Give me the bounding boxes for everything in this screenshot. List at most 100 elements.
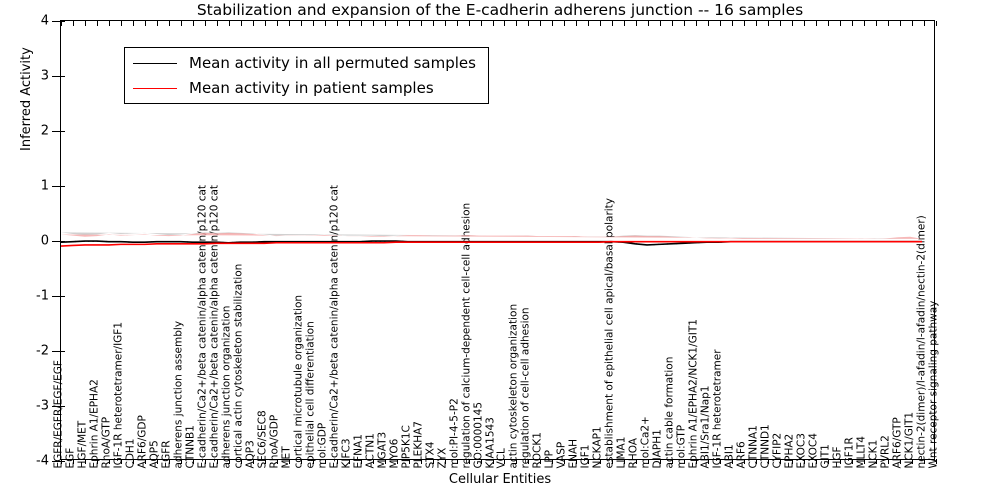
- x-tick-top: [816, 21, 818, 26]
- x-tick-top: [312, 21, 314, 26]
- x-tick: [756, 459, 758, 464]
- y-tick: [52, 186, 61, 187]
- x-tick: [156, 459, 158, 464]
- x-tick-top: [420, 21, 422, 26]
- x-tick-top: [720, 21, 722, 26]
- x-tick-top: [888, 21, 890, 26]
- x-tick-top: [768, 21, 770, 26]
- x-tick: [372, 459, 374, 464]
- y-tick-label: -2: [36, 343, 49, 359]
- x-tick: [648, 459, 650, 464]
- x-tick: [300, 459, 302, 464]
- x-tick-top: [156, 21, 158, 26]
- x-tick: [528, 459, 530, 464]
- x-tick: [744, 459, 746, 464]
- x-tick: [84, 459, 86, 464]
- y-tick-inner: [61, 406, 65, 407]
- x-tick-top: [540, 21, 542, 26]
- x-tick-top: [444, 21, 446, 26]
- x-tick-top: [924, 21, 925, 26]
- x-tick: [672, 459, 674, 464]
- x-tick: [264, 459, 266, 464]
- x-tick-top: [852, 21, 854, 26]
- x-tick: [732, 459, 734, 464]
- x-tick-top: [708, 21, 710, 26]
- x-tick: [636, 459, 638, 464]
- x-tick: [840, 459, 842, 464]
- x-tick-top: [192, 21, 194, 26]
- legend-item-patient: Mean activity in patient samples: [133, 79, 476, 97]
- x-tick-top: [804, 21, 806, 26]
- x-tick-top: [660, 21, 662, 26]
- x-tick: [504, 459, 506, 464]
- y-tick-label: 0: [40, 233, 49, 249]
- x-tick-top: [600, 21, 602, 26]
- x-tick-top: [732, 21, 734, 26]
- x-tick: [120, 459, 122, 464]
- x-tick: [312, 459, 314, 464]
- x-tick: [552, 459, 554, 464]
- x-tick-top: [588, 21, 590, 26]
- x-tick-top: [372, 21, 374, 26]
- x-tick: [324, 459, 326, 464]
- x-tick: [216, 459, 218, 464]
- x-tick: [108, 459, 110, 464]
- x-tick: [588, 459, 590, 464]
- x-tick: [96, 459, 98, 464]
- x-tick-top: [204, 21, 206, 26]
- chart-title: Stabilization and expansion of the E-cad…: [196, 1, 804, 19]
- x-tick: [624, 459, 626, 464]
- x-tick: [516, 459, 518, 464]
- x-tick: [432, 459, 434, 464]
- x-tick-top: [840, 21, 842, 26]
- x-tick-top: [276, 21, 278, 26]
- x-tick-top: [864, 21, 866, 26]
- x-tick-top: [348, 21, 350, 26]
- y-tick-inner: [61, 186, 65, 187]
- series-band: [61, 232, 923, 239]
- x-tick-top: [264, 21, 266, 26]
- x-tick: [384, 459, 386, 464]
- x-tick: [828, 459, 830, 464]
- y-tick-label: 1: [40, 178, 49, 194]
- x-tick: [480, 459, 482, 464]
- y-tick: [52, 406, 61, 407]
- x-tick-top: [756, 21, 758, 26]
- x-tick: [564, 459, 566, 464]
- y-tick-label: -3: [36, 398, 49, 414]
- x-tick-top: [492, 21, 494, 26]
- x-tick-top: [528, 21, 530, 26]
- x-tick: [864, 459, 866, 464]
- y-tick-inner: [61, 351, 65, 352]
- y-tick: [52, 351, 61, 352]
- y-tick: [52, 296, 61, 297]
- x-tick-top: [636, 21, 638, 26]
- x-tick-top: [696, 21, 698, 26]
- series-line: [61, 240, 923, 247]
- x-tick: [936, 459, 937, 464]
- x-tick: [720, 459, 722, 464]
- x-tick-top: [180, 21, 182, 26]
- y-tick: [52, 76, 61, 77]
- x-tick: [468, 459, 470, 464]
- x-tick-top: [456, 21, 458, 26]
- x-axis-label: Cellular Entities: [448, 472, 552, 487]
- y-tick-inner: [61, 76, 65, 77]
- x-tick: [684, 459, 686, 464]
- x-tick-top: [612, 21, 614, 26]
- x-tick-top: [780, 21, 782, 26]
- x-tick: [252, 459, 254, 464]
- x-tick: [288, 459, 290, 464]
- y-tick: [52, 131, 61, 132]
- x-tick: [276, 459, 278, 464]
- x-tick-top: [828, 21, 830, 26]
- x-tick: [144, 459, 146, 464]
- x-tick-top: [432, 21, 434, 26]
- x-tick: [180, 459, 182, 464]
- x-tick: [888, 459, 890, 464]
- x-tick-top: [744, 21, 746, 26]
- legend-item-permuted: Mean activity in all permuted samples: [133, 54, 476, 72]
- x-tick-top: [408, 21, 410, 26]
- legend-label-permuted: Mean activity in all permuted samples: [189, 54, 476, 72]
